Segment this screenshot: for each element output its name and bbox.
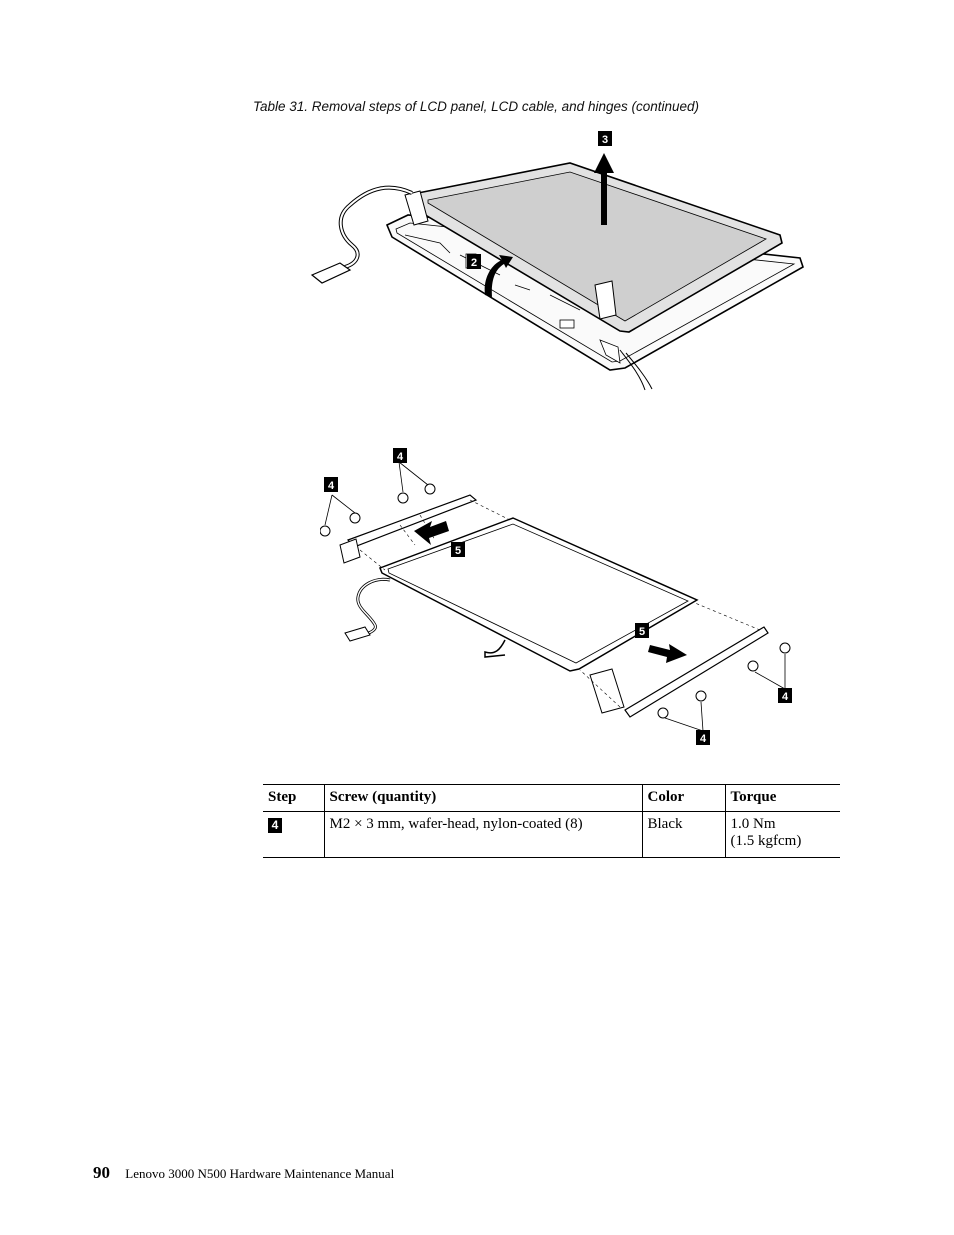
callout-4-left: 4 (328, 480, 335, 492)
cell-screw: M2 × 3 mm, wafer-head, nylon-coated (8) (323, 811, 642, 858)
callout-5-right: 5 (639, 626, 645, 638)
page-number: 90 (93, 1163, 110, 1182)
cell-torque: 1.0 Nm (1.5 kgfcm) (724, 811, 840, 858)
step-badge: 4 (268, 818, 282, 833)
header-screw: Screw (quantity) (323, 784, 642, 812)
callout-4-right: 4 (782, 691, 789, 703)
header-step: Step (268, 789, 297, 805)
table-row: 4 M2 × 3 mm, wafer-head, nylon-coated (8… (263, 811, 840, 858)
table-header-row: Step Screw (quantity) Color Torque (263, 784, 840, 812)
callout-4-top: 4 (397, 451, 404, 463)
cell-color: Black (641, 811, 725, 858)
hinge-removal-figure: 4 4 5 5 4 4 (320, 448, 792, 745)
torque-value: 1.0 Nm (730, 816, 776, 832)
page-footer: 90 Lenovo 3000 N500 Hardware Maintenance… (93, 1163, 394, 1183)
callout-4-bottom: 4 (700, 733, 707, 745)
torque-value-kgfcm: (1.5 kgfcm) (730, 833, 802, 849)
header-color: Color (641, 784, 725, 812)
manual-title: Lenovo 3000 N500 Hardware Maintenance Ma… (125, 1166, 395, 1181)
callout-2: 2 (471, 257, 477, 269)
lcd-panel-removal-figure: 3 2 (310, 131, 804, 391)
header-torque: Torque (724, 784, 840, 812)
screw-spec-table: Step Screw (quantity) Color Torque 4 M2 … (263, 784, 840, 858)
callout-5-left: 5 (455, 545, 461, 557)
callout-3: 3 (602, 134, 608, 146)
table-caption: Table 31. Removal steps of LCD panel, LC… (253, 99, 700, 114)
cell-step: 4 (263, 812, 324, 858)
